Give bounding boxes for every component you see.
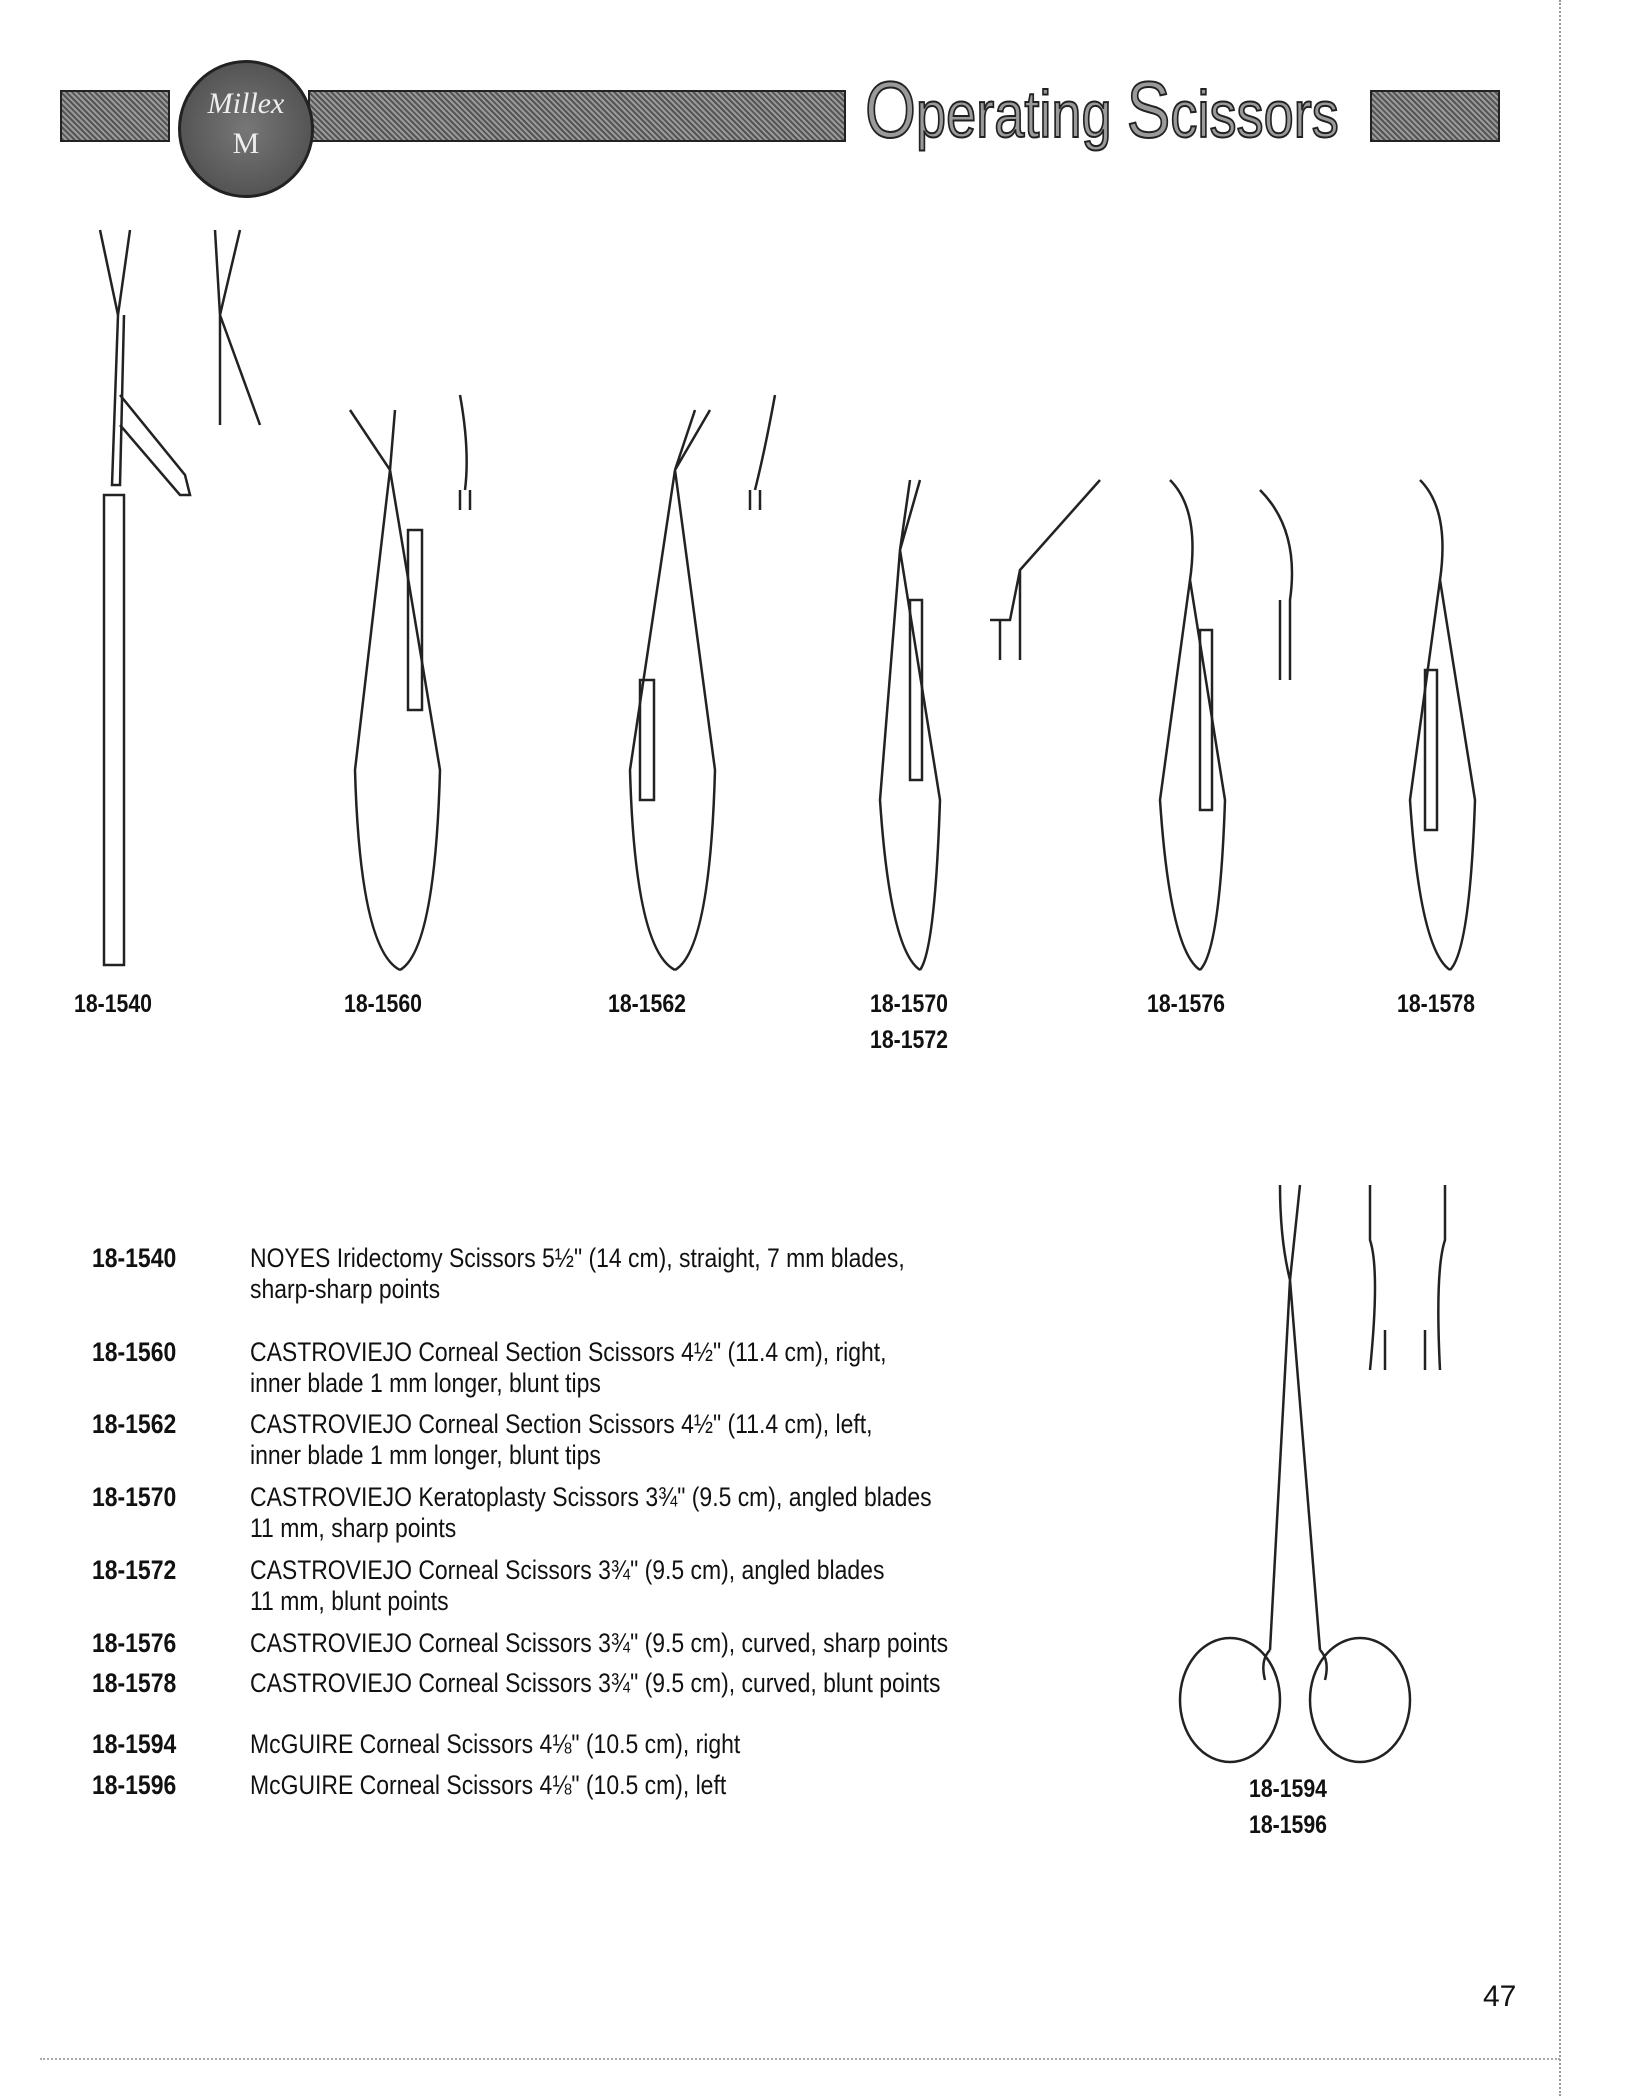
product-code: 18-1596 (92, 1770, 177, 1800)
illustration-label: 18-1596 (1249, 1811, 1327, 1839)
logo-letter: M (232, 127, 260, 160)
scissors-18-1576-illustration (1158, 479, 1294, 972)
product-code: 18-1576 (92, 1628, 177, 1658)
desc-line: 11 mm, blunt points (250, 1586, 449, 1616)
desc-line: CASTROVIEJO Keratoplasty Scissors 3¾" (9… (250, 1482, 932, 1512)
illustration-label: 18-1578 (1397, 990, 1475, 1018)
scissors-18-1540-illustration (98, 229, 262, 967)
desc-line: McGUIRE Corneal Scissors 4⅛" (10.5 cm), … (250, 1729, 741, 1759)
desc-line: sharp-sharp points (250, 1274, 441, 1304)
desc-line: McGUIRE Corneal Scissors 4⅛" (10.5 cm), … (250, 1770, 727, 1800)
product-description: CASTROVIEJO Corneal Section Scissors 4½"… (250, 1409, 872, 1471)
product-description: CASTROVIEJO Corneal Scissors 3¾" (9.5 cm… (250, 1668, 941, 1699)
header-bar-middle (308, 90, 846, 142)
scissors-18-1560-illustration (348, 394, 472, 972)
desc-line: 11 mm, sharp points (250, 1513, 457, 1543)
header-bar-left (60, 90, 170, 142)
scissors-18-1562-illustration (628, 394, 777, 972)
product-description: NOYES Iridectomy Scissors 5½" (14 cm), s… (250, 1243, 905, 1305)
title-part: perating (915, 76, 1127, 152)
desc-line: inner blade 1 mm longer, blunt tips (250, 1440, 601, 1470)
illustration-label: 18-1560 (344, 990, 422, 1018)
product-code: 18-1570 (92, 1482, 177, 1512)
product-code: 18-1578 (92, 1668, 177, 1698)
illustration-label: 18-1594 (1249, 1775, 1327, 1803)
page-number: 47 (1483, 1980, 1517, 2013)
desc-line: inner blade 1 mm longer, blunt tips (250, 1368, 601, 1398)
desc-line: CASTROVIEJO Corneal Section Scissors 4½"… (250, 1337, 887, 1367)
product-code: 18-1540 (92, 1243, 177, 1273)
desc-line: CASTROVIEJO Corneal Scissors 3¾" (9.5 cm… (250, 1628, 949, 1658)
product-description: McGUIRE Corneal Scissors 4⅛" (10.5 cm), … (250, 1729, 740, 1760)
illustration-label: 18-1572 (870, 1026, 948, 1054)
logo-word: Millex (207, 87, 285, 120)
page-edge-border (1559, 0, 1561, 2096)
page-title: Operating Scissors (864, 62, 1340, 162)
illustration-label: 18-1562 (608, 990, 686, 1018)
illustration-label: 18-1570 (870, 990, 948, 1018)
product-code: 18-1560 (92, 1337, 177, 1367)
desc-line: CASTROVIEJO Corneal Scissors 3¾" (9.5 cm… (250, 1555, 885, 1585)
title-cap-o: O (864, 64, 917, 155)
desc-line: CASTROVIEJO Corneal Scissors 3¾" (9.5 cm… (250, 1668, 941, 1698)
desc-line: CASTROVIEJO Corneal Section Scissors 4½"… (250, 1409, 873, 1439)
scissors-18-1594-illustration (1178, 1184, 1447, 1764)
product-description: McGUIRE Corneal Scissors 4⅛" (10.5 cm), … (250, 1770, 726, 1801)
product-code: 18-1562 (92, 1409, 177, 1439)
product-description: CASTROVIEJO Corneal Section Scissors 4½"… (250, 1337, 887, 1399)
scissors-18-1570-illustration (878, 479, 1101, 972)
illustration-label: 18-1540 (74, 990, 152, 1018)
scissors-18-1578-illustration (1408, 479, 1477, 972)
page-bottom-border (40, 2058, 1560, 2060)
desc-line: NOYES Iridectomy Scissors 5½" (14 cm), s… (250, 1243, 905, 1273)
product-description: CASTROVIEJO Keratoplasty Scissors 3¾" (9… (250, 1482, 932, 1544)
product-description: CASTROVIEJO Corneal Scissors 3¾" (9.5 cm… (250, 1555, 884, 1617)
title-cap-s: S (1126, 64, 1171, 155)
illustration-label: 18-1576 (1147, 990, 1225, 1018)
product-code: 18-1572 (92, 1555, 177, 1585)
title-part: cissors (1170, 76, 1340, 152)
product-description: CASTROVIEJO Corneal Scissors 3¾" (9.5 cm… (250, 1628, 948, 1659)
product-code: 18-1594 (92, 1729, 177, 1759)
header-bar-right (1370, 90, 1500, 142)
